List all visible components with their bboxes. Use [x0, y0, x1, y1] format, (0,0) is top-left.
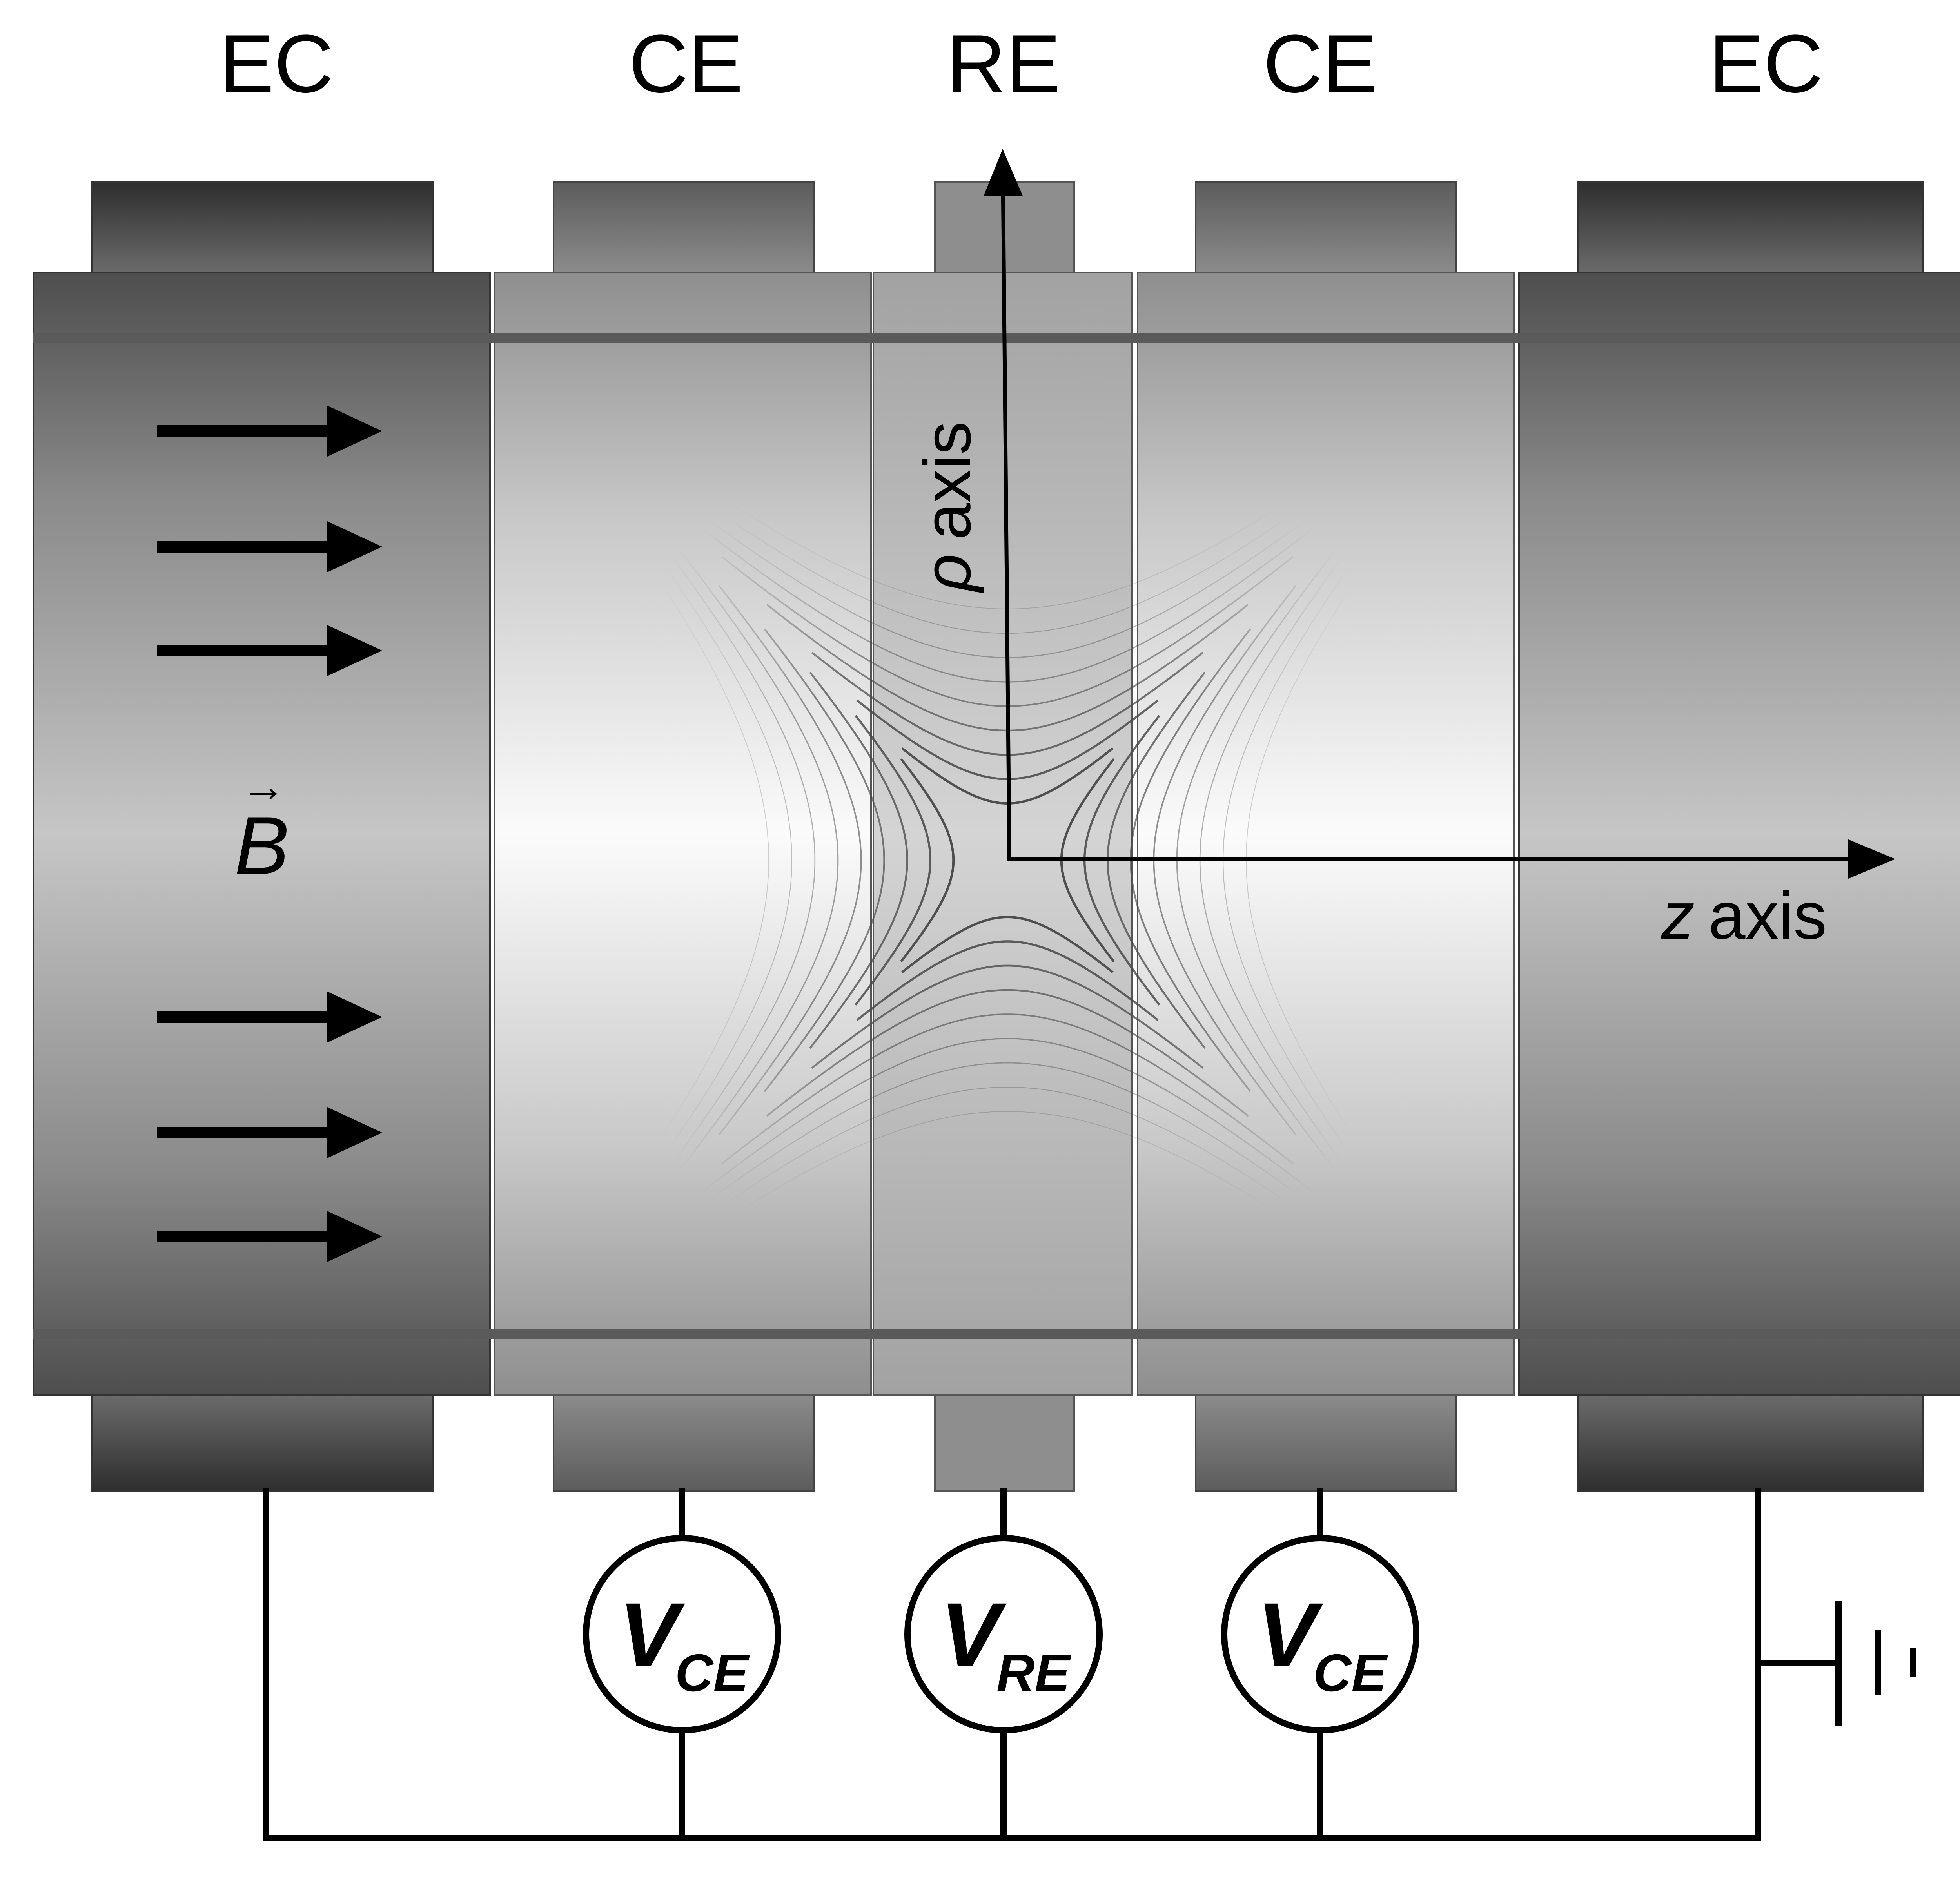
equipotential-line — [676, 1038, 1339, 1213]
equipotential-line — [582, 455, 792, 1265]
vector-arrow-glyph: → — [241, 761, 286, 811]
voltmeter-ce-left-sub: CE — [675, 1643, 750, 1702]
bore-wall-top — [33, 333, 1960, 343]
label-ce-left: CE — [629, 18, 743, 110]
magnetic-field-symbol: → B — [234, 761, 289, 892]
equipotential-lines — [537, 364, 1478, 1356]
equipotential-line — [537, 412, 769, 1309]
electrode-stack — [33, 181, 1960, 1492]
rho-symbol: ρ — [910, 554, 985, 594]
ring-electrode — [873, 181, 1133, 1492]
endcap-electrode-left — [33, 181, 491, 1492]
electrode-labels: EC CE RE CE EC — [219, 18, 1823, 110]
voltmeter-re: V RE — [904, 1535, 1103, 1733]
equipotential-line — [673, 542, 839, 1179]
voltmeter-ce-left: V CE — [583, 1535, 781, 1733]
magnetic-field-arrows — [157, 406, 382, 1262]
equipotential-line — [631, 1062, 1384, 1260]
label-ec-right: EC — [1709, 18, 1823, 110]
ground-icon — [1758, 1601, 1916, 1726]
field-arrow — [157, 1107, 382, 1158]
equipotential-line — [721, 1013, 1294, 1165]
voltmeter-ce-right: V CE — [1221, 1535, 1419, 1733]
correction-electrode-right — [1137, 181, 1515, 1492]
label-re: RE — [946, 18, 1061, 110]
voltmeter-re-v: V — [940, 1584, 1007, 1685]
rho-axis-arrow — [983, 149, 1023, 859]
equipotential-line — [627, 499, 816, 1222]
field-arrow — [157, 625, 382, 676]
equipotential-line — [809, 671, 908, 1049]
equipotential-line — [900, 758, 955, 963]
endcap-electrode-right — [1518, 181, 1960, 1492]
equipotential-line — [764, 628, 885, 1092]
voltmeter-ce-right-sub: CE — [1313, 1643, 1388, 1702]
z-axis-word: axis — [1708, 879, 1827, 953]
field-arrow — [157, 992, 382, 1042]
equipotential-line — [855, 715, 932, 1006]
equipotential-line — [766, 989, 1249, 1117]
voltmeter-re-sub: RE — [996, 1643, 1071, 1702]
field-arrow — [157, 521, 382, 572]
correction-electrode-left — [494, 181, 872, 1492]
label-ec-left: EC — [219, 18, 334, 110]
rho-axis-word: axis — [910, 421, 985, 540]
bore-wall-bottom — [33, 1329, 1960, 1339]
field-arrow — [157, 1211, 382, 1262]
equipotential-line — [856, 940, 1159, 1021]
z-symbol: z — [1661, 879, 1695, 953]
equipotential-line — [541, 1111, 1474, 1356]
rho-axis-label: ρ axis — [910, 421, 985, 594]
equipotential-line — [811, 964, 1204, 1069]
voltmeter-ce-right-v: V — [1257, 1584, 1323, 1685]
label-ce-right: CE — [1263, 18, 1377, 110]
equipotential-line — [901, 916, 1114, 973]
equipotential-line — [718, 585, 862, 1135]
b-field-label: B — [234, 799, 289, 892]
field-arrow — [157, 406, 382, 457]
equipotential-line — [586, 1087, 1429, 1308]
voltmeter-ce-left-v: V — [619, 1584, 685, 1685]
